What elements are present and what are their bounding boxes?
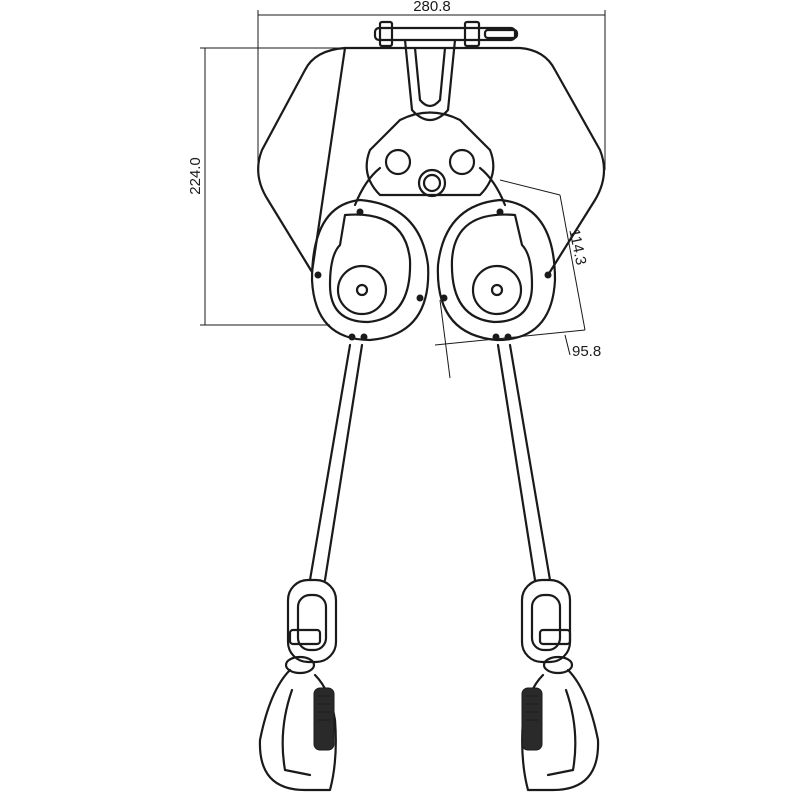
left-webbing bbox=[308, 343, 364, 582]
unit-width-label: 95.8 bbox=[572, 343, 601, 360]
height-dimension: 224.0 bbox=[187, 47, 340, 326]
width-dimension: 280.8 bbox=[257, 0, 606, 170]
right-carabiner bbox=[520, 578, 600, 792]
left-carabiner bbox=[258, 578, 338, 792]
right-webbing bbox=[496, 343, 552, 582]
top-connector bbox=[373, 20, 519, 122]
height-label: 224.0 bbox=[187, 157, 204, 195]
width-label: 280.8 bbox=[413, 0, 451, 15]
distributor-plate bbox=[353, 111, 507, 207]
right-retractable-unit bbox=[436, 198, 557, 342]
left-retractable-unit bbox=[310, 198, 430, 342]
unit-height-label: 114.3 bbox=[565, 227, 589, 266]
harness-backplate bbox=[257, 46, 606, 277]
